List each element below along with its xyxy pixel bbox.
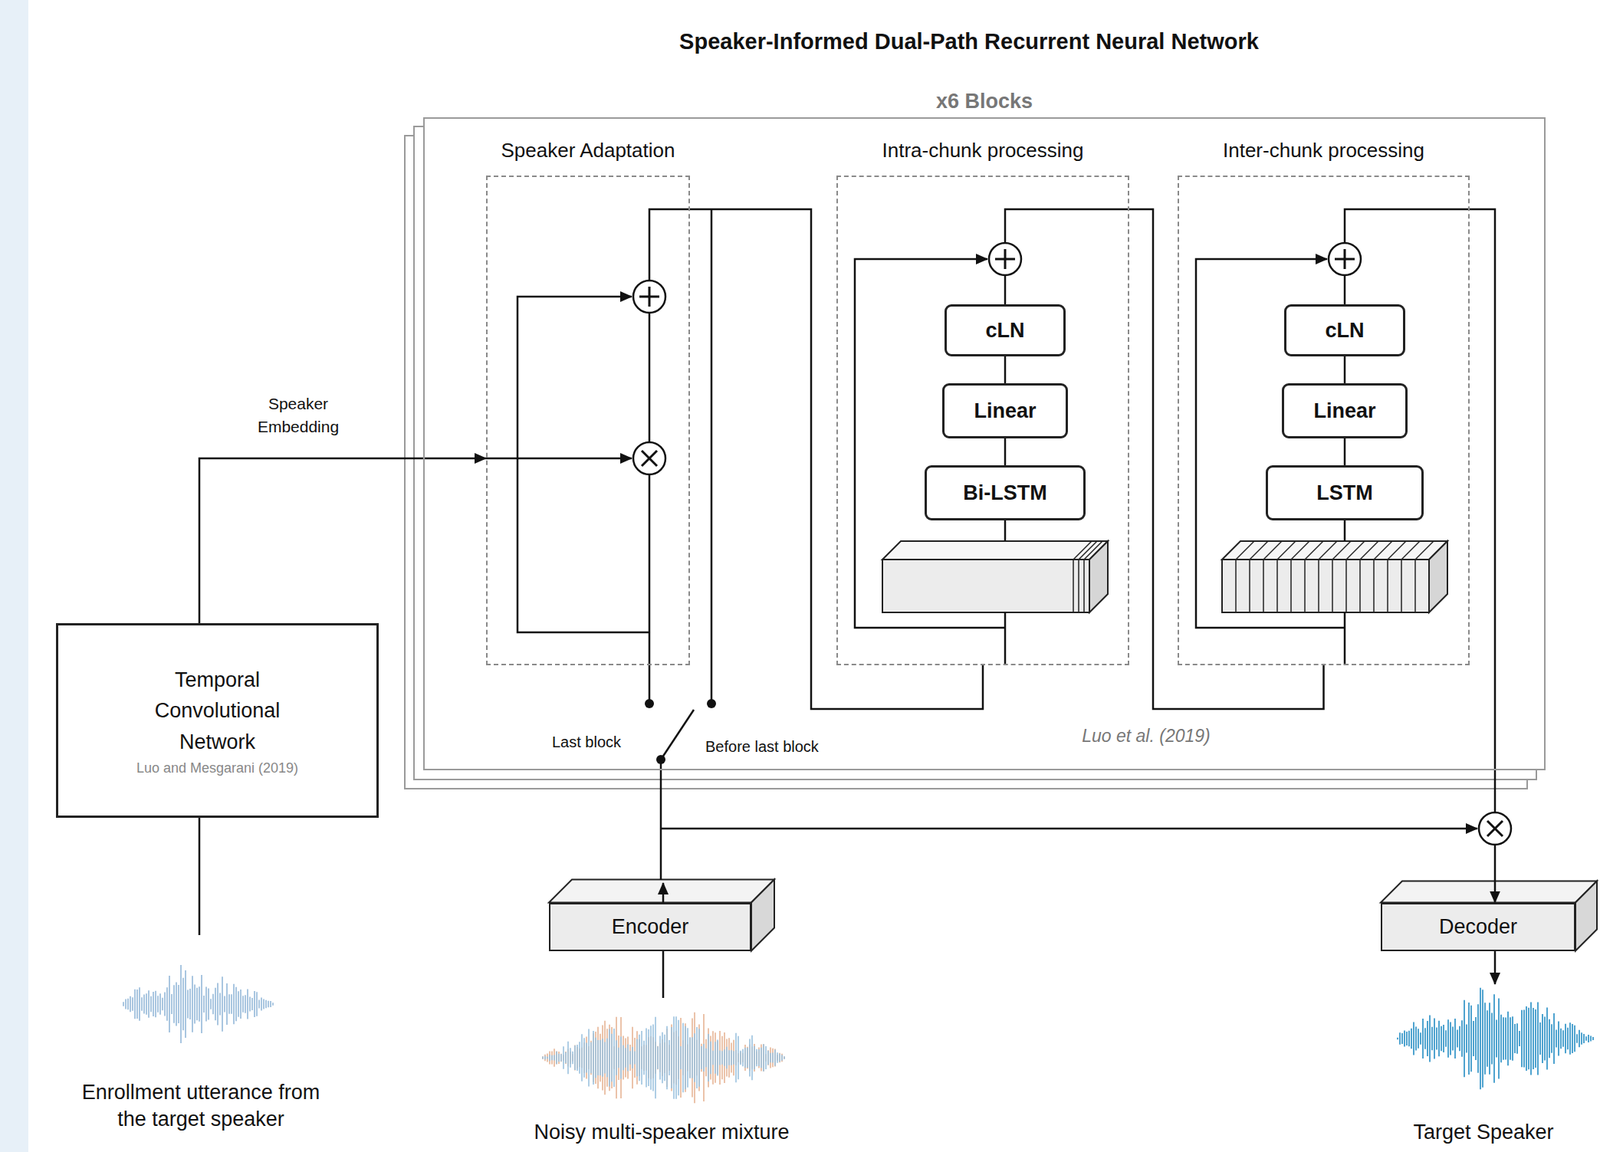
box-label: cLN (985, 318, 1025, 343)
add-symbol (633, 280, 666, 313)
annotation-label: Before last block (705, 736, 819, 757)
network-box: Temporal Convolutional NetworkLuo and Me… (55, 623, 379, 819)
chunk-tensor (1222, 541, 1448, 613)
waveform (121, 965, 273, 1044)
wire (660, 759, 663, 881)
waveform (540, 1012, 785, 1104)
citation-text: Luo and Mesgarani (2019) (136, 760, 299, 777)
module-heading: Inter-chunk processing (1117, 138, 1530, 163)
layer-box: Bi-LSTM (924, 465, 1086, 521)
annotation-label: Enrollment utterance from the target spe… (74, 1079, 328, 1134)
edge-label: Speaker Embedding (240, 392, 356, 440)
box-label: Decoder (1439, 915, 1518, 940)
wire (660, 827, 1478, 831)
group-heading: x6 Blocks (363, 89, 1600, 114)
layer-box: Linear (1281, 383, 1408, 439)
dashed-module: cLNLinearBi-LSTMIntra-chunk processing (836, 175, 1130, 666)
switch-lever (660, 709, 694, 760)
annotation-label: Target Speaker (1412, 1119, 1554, 1147)
wire (1005, 209, 1130, 244)
switch-contact (706, 699, 717, 709)
connector (1343, 438, 1347, 466)
connector (1343, 356, 1347, 384)
wire (486, 457, 632, 460)
cube-top (1380, 881, 1597, 904)
connector (1004, 438, 1007, 466)
box-label: Bi-LSTM (962, 481, 1047, 506)
box-label: LSTM (1316, 481, 1374, 506)
box-label: Linear (973, 399, 1036, 424)
waveform (540, 1016, 785, 1100)
wire (710, 209, 713, 704)
connector (199, 458, 487, 624)
annotation-label: Luo et al. (2019) (1081, 725, 1211, 749)
wire (1344, 209, 1470, 244)
wire (1343, 275, 1347, 305)
add-symbol (1328, 243, 1361, 276)
wire (1494, 950, 1497, 985)
wire (198, 818, 201, 936)
annotation-label: Last block (551, 732, 621, 753)
wire (1343, 520, 1347, 542)
multiply-symbol (633, 442, 666, 475)
encoder-box: Encoder (548, 903, 752, 952)
box-label: cLN (1324, 318, 1364, 343)
layer-box: cLN (944, 304, 1066, 357)
wire (1004, 275, 1007, 305)
multiply-symbol (1478, 812, 1512, 845)
wire (1004, 520, 1007, 542)
chunk-tensor (882, 541, 1108, 613)
switch-contact (644, 699, 654, 709)
wire (1004, 612, 1007, 666)
cube-side (751, 880, 775, 952)
side-strip (0, 0, 29, 1152)
add-symbol (988, 243, 1022, 276)
waveform (1395, 988, 1594, 1091)
block-shadow (423, 117, 1546, 771)
connector (1129, 209, 1325, 710)
connector (1469, 209, 1495, 904)
box-label: Temporal Convolutional Network (133, 664, 303, 759)
diagram-title: Speaker-Informed Dual-Path Recurrent Neu… (679, 29, 1259, 55)
cube-top (548, 880, 775, 904)
wire (1343, 612, 1347, 666)
connector (1004, 356, 1007, 384)
layer-box: Linear (942, 383, 1068, 439)
block-stack: Speaker Adaptation cLN LinearBi-LSTM Intra-… (423, 117, 1546, 771)
cube-side (1575, 881, 1597, 952)
wire (517, 296, 650, 633)
annotation-label: Noisy multi-speaker mixture (533, 1119, 789, 1147)
dashed-module: cLNLinearLSTMInter-chunk processing (1177, 175, 1470, 666)
dashed-module: Speaker Adaptation (486, 175, 690, 666)
layer-box: cLN (1284, 304, 1406, 357)
layer-box: LSTM (1265, 465, 1424, 521)
module-heading: Speaker Adaptation (426, 138, 750, 163)
module-heading: Intra-chunk processing (776, 138, 1190, 163)
box-label: Linear (1313, 399, 1376, 424)
decoder-box: Decoder (1380, 903, 1576, 952)
box-label: Encoder (611, 915, 690, 940)
